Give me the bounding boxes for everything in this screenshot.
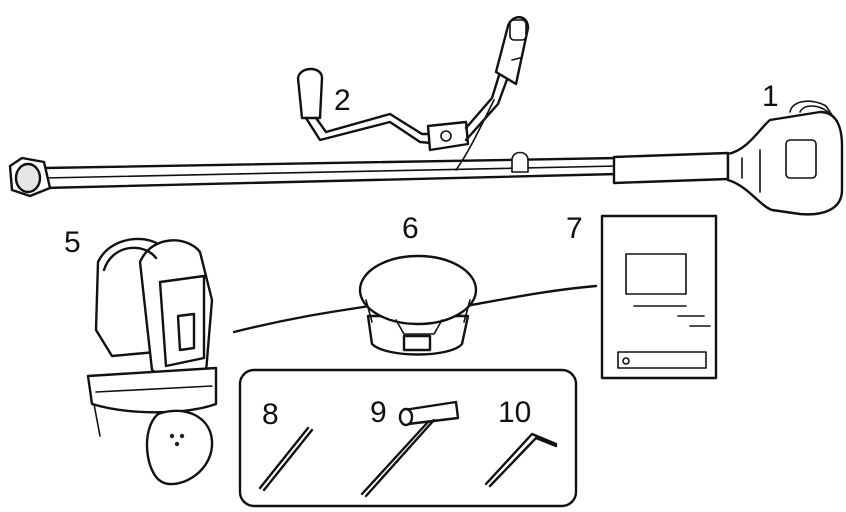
- hex-key: 10: [484, 396, 558, 488]
- label-5: 5: [64, 226, 81, 259]
- spark-plug-wrench: 9: [360, 396, 460, 498]
- label-7: 7: [566, 212, 583, 245]
- trimmer-head: 6: [232, 212, 598, 356]
- label-2: 2: [334, 84, 351, 117]
- label-6: 6: [402, 212, 419, 245]
- label-10: 10: [498, 396, 531, 429]
- trimmer-unit: 1: [8, 80, 844, 216]
- label-1: 1: [762, 80, 779, 113]
- rod: 8: [258, 398, 314, 492]
- label-8: 8: [262, 398, 279, 431]
- manual: 7: [566, 212, 718, 380]
- harness: 5: [64, 226, 218, 486]
- handlebar: 2: [296, 16, 530, 171]
- label-9: 9: [370, 396, 387, 429]
- tool-kit-box: 8 9 10: [238, 368, 578, 508]
